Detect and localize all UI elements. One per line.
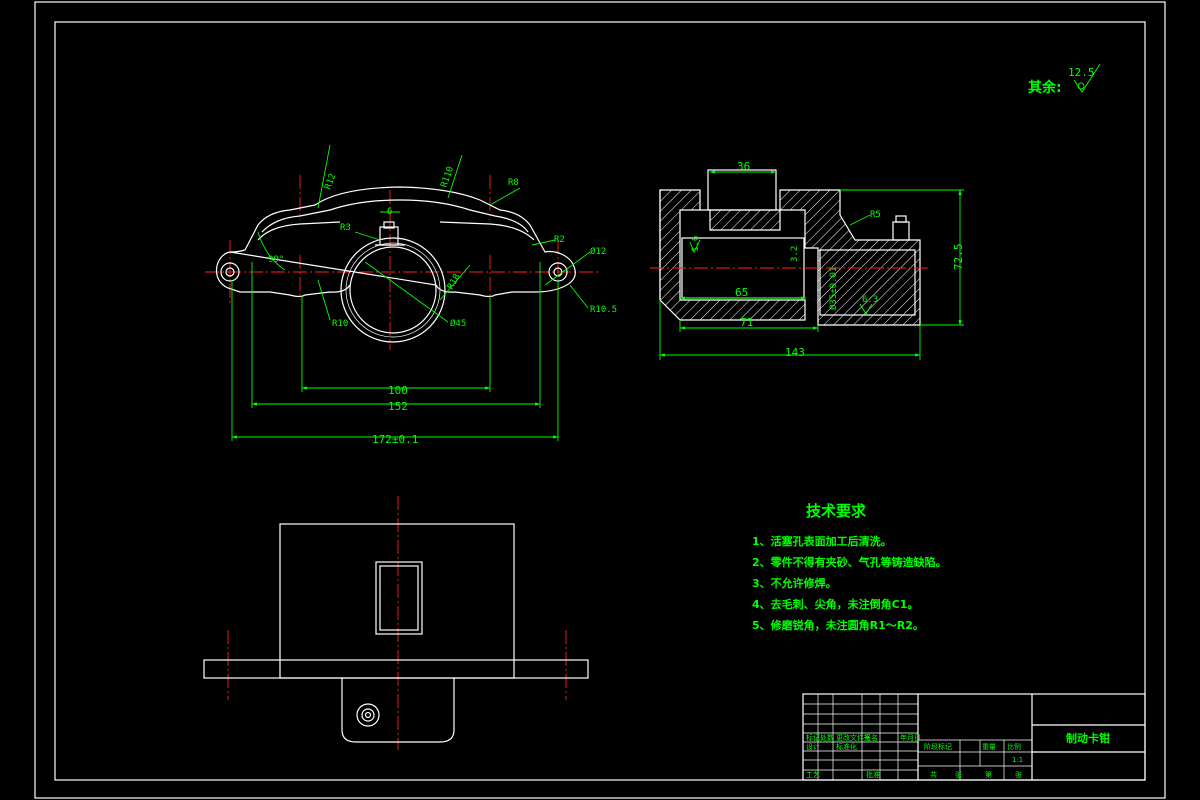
tb-label: 第	[985, 770, 992, 779]
dim-r2: R2	[554, 235, 565, 245]
tb-label: 工艺	[806, 771, 820, 779]
tech-req-item: 1、活塞孔表面加工后清洗。	[752, 534, 892, 548]
tb-scale: 1:1	[1012, 756, 1023, 764]
front-view: 100 152 172±0.1 R12 R110 R8 R3 6 R2 Ø12 …	[205, 144, 617, 446]
dim-65: 65	[735, 286, 748, 299]
outer-frame	[34, 1, 1166, 799]
dim-d12: Ø12	[590, 246, 606, 257]
part-name: 制动卡钳	[1066, 731, 1110, 745]
tech-req-item: 4、去毛刺、尖角，未注倒角C1。	[752, 597, 918, 611]
dim-s6: 6	[387, 207, 392, 217]
finish-3-2: 3.2	[790, 246, 800, 262]
tb-label: 阶段标记	[924, 742, 952, 751]
tb-label: 处数	[820, 733, 834, 742]
dim-100: 100	[388, 384, 408, 397]
tech-req-item: 2、零件不得有夹砂、气孔等铸造缺陷。	[752, 555, 947, 569]
caliper-housing-top-view	[279, 523, 515, 679]
tb-label: 重量	[982, 743, 996, 751]
tb-label: 张	[1015, 770, 1022, 779]
fluid-chamber-section	[819, 249, 916, 316]
tech-req-item: 3、不允许修焊。	[752, 576, 837, 590]
dim-d35: Ø35±0.01	[828, 267, 839, 310]
tb-label: 设计	[806, 742, 820, 751]
window-slot	[375, 561, 423, 635]
piston-housing-bottom	[341, 678, 455, 743]
section-hatch-top	[659, 189, 921, 326]
tech-req-title: 技术要求	[806, 502, 867, 520]
dim-r5: R5	[870, 210, 881, 220]
dim-r8: R8	[508, 178, 519, 188]
roughness-symbol-icon	[1073, 63, 1101, 93]
dim-angle-99: 99°	[268, 255, 284, 265]
dim-152: 152	[388, 400, 408, 413]
finish-6-3: 6.3	[862, 295, 878, 305]
left-mount-hole	[220, 262, 240, 282]
piston-bore-inner	[349, 246, 437, 334]
tb-label: 标记	[806, 733, 820, 742]
technical-requirements: 技术要求 1、活塞孔表面加工后清洗。 2、零件不得有夹砂、气孔等铸造缺陷。 3、…	[752, 502, 947, 632]
dim-72-5: 72.5	[952, 244, 965, 271]
finish-1-6: 1.6	[691, 236, 701, 252]
side-section-view: 36 R5 72.5 65 71 143 Ø35±0.01 1.6 3.2 6.…	[650, 160, 965, 360]
roughness-note: 其余: 12.5	[1028, 63, 1101, 96]
dim-71: 71	[740, 316, 753, 329]
roughness-value: 12.5	[1068, 66, 1095, 79]
dim-d45: Ø45	[450, 318, 466, 329]
dim-r18: R18	[446, 272, 463, 291]
bleed-port-circle	[356, 703, 380, 727]
dim-172: 172±0.1	[372, 433, 418, 446]
tb-label: 共	[930, 770, 937, 779]
tb-label: 张	[955, 770, 962, 779]
dim-r12: R12	[323, 172, 338, 191]
dim-r10: R10	[332, 319, 348, 329]
mounting-bracket	[203, 659, 589, 679]
title-block: 标记 处数 更改文件号 签名 年月日 设计 标准化 工艺 批准 阶段标记 重量 …	[802, 693, 1146, 781]
roughness-label: 其余:	[1028, 79, 1062, 96]
piston-bore-outer	[340, 237, 446, 343]
tb-label: 比例	[1007, 742, 1021, 751]
dim-36: 36	[737, 160, 750, 173]
tech-req-item: 5、修磨锐角，未注圆角R1～R2。	[752, 618, 924, 632]
inner-frame	[54, 21, 1146, 781]
dim-r10-5: R10.5	[590, 305, 617, 315]
tb-label: 标准化	[836, 742, 857, 751]
bottom-view	[203, 496, 589, 750]
tb-label: 年月日	[900, 733, 921, 742]
dim-143: 143	[785, 346, 805, 359]
tb-label: 批准	[866, 770, 880, 779]
dim-r3: R3	[340, 223, 351, 233]
dim-r110: R110	[439, 165, 456, 189]
caliper-body-outline	[216, 186, 576, 298]
tb-label: 签名	[864, 733, 878, 742]
tb-label: 更改文件号	[836, 733, 871, 742]
